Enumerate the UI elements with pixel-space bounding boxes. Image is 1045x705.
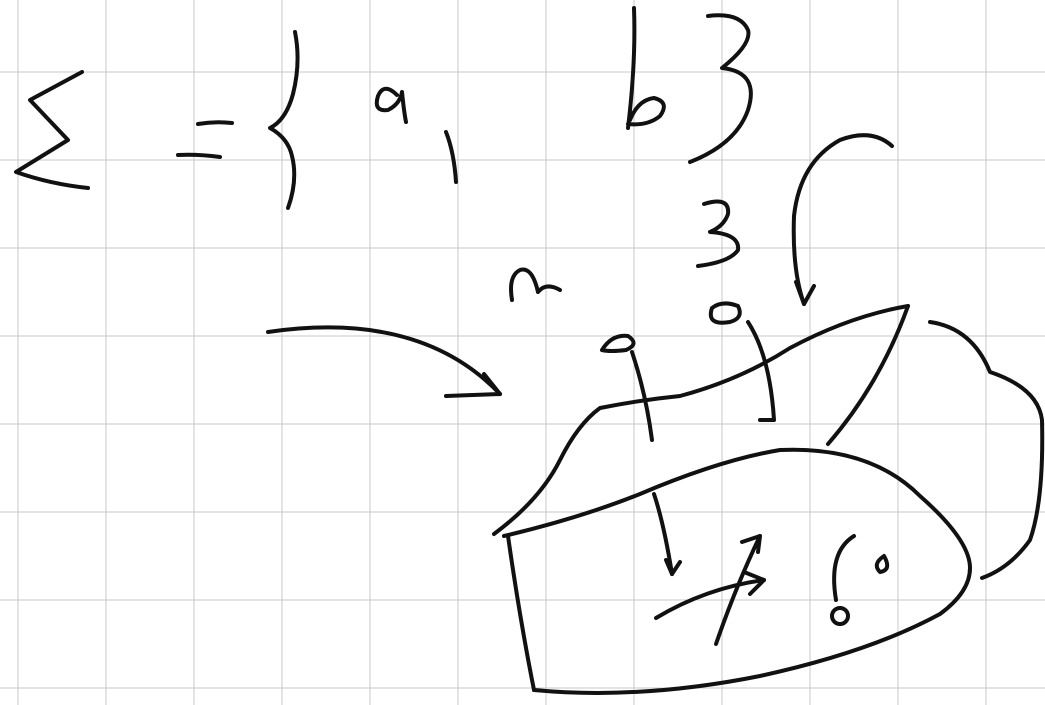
solid-bottom-edge bbox=[534, 568, 970, 693]
middle-surface bbox=[504, 450, 970, 568]
incoming-arrow bbox=[268, 327, 500, 396]
alphabet-formula bbox=[16, 8, 751, 208]
inner-cross-arrows bbox=[656, 536, 764, 644]
label-b bbox=[698, 202, 738, 266]
label-a bbox=[511, 269, 560, 300]
top-curved-arrow bbox=[794, 135, 892, 304]
sigma-symbol bbox=[16, 72, 88, 188]
equals-sign bbox=[178, 122, 232, 157]
marker-b bbox=[711, 303, 774, 420]
close-brace bbox=[690, 15, 751, 162]
open-brace bbox=[270, 32, 298, 208]
formula-comma bbox=[446, 132, 456, 182]
solid-left-edge bbox=[508, 536, 534, 690]
inner-down-arrow bbox=[654, 494, 680, 574]
formula-letter-b bbox=[628, 8, 664, 128]
formula-letter-a bbox=[377, 89, 406, 122]
inner-hook-circle bbox=[832, 536, 887, 624]
